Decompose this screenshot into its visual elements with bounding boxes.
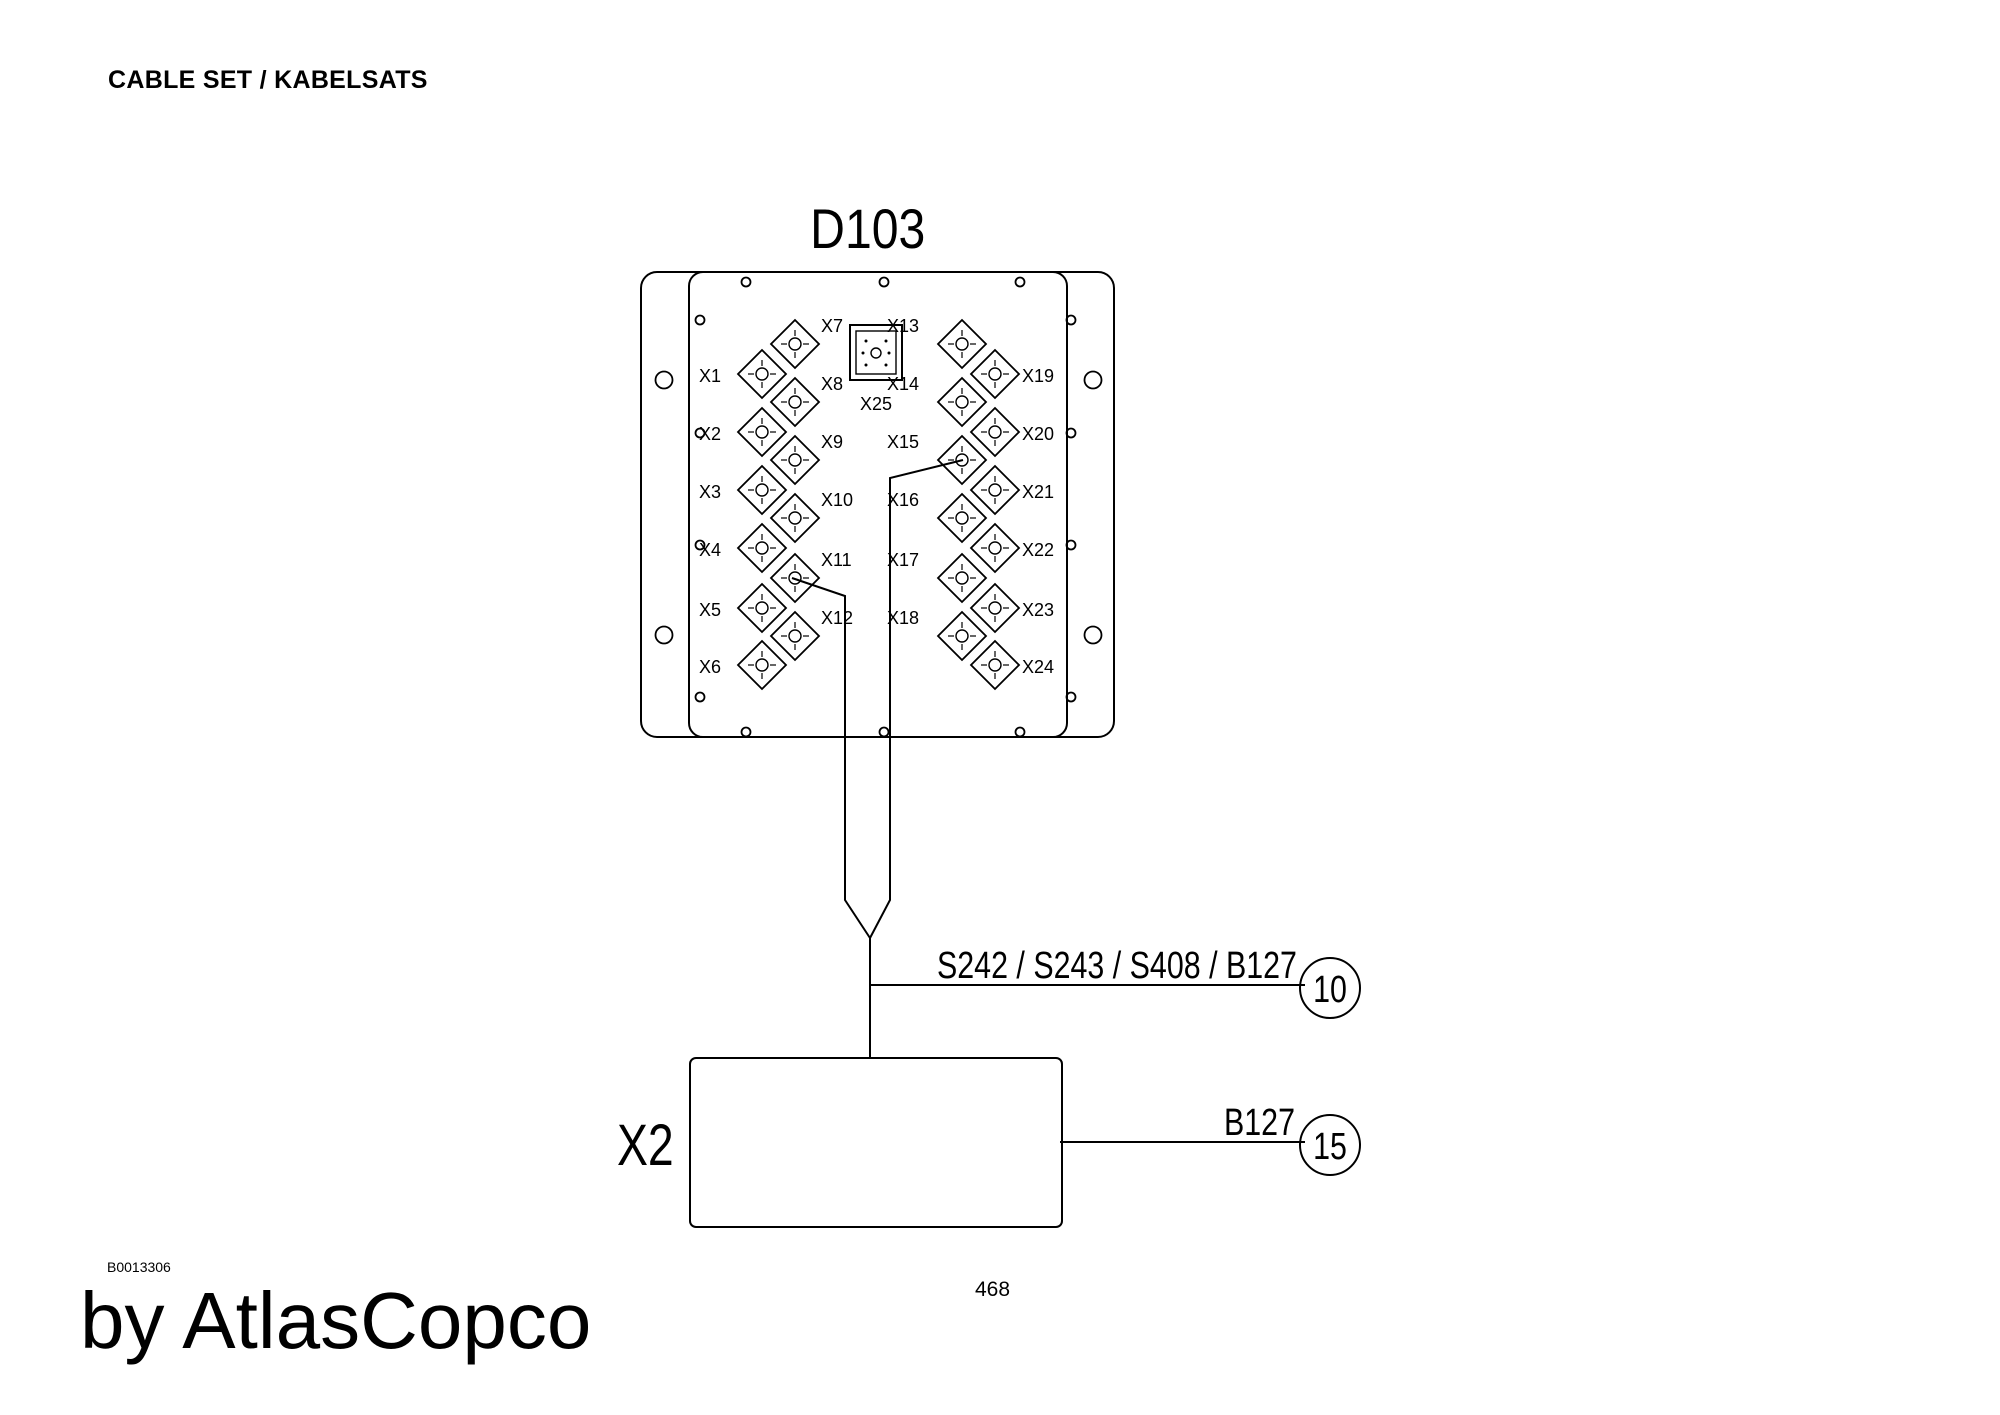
- label-x21: X21: [1022, 482, 1054, 502]
- label-x4: X4: [699, 540, 721, 560]
- brand-watermark: by AtlasCopco: [80, 1276, 592, 1365]
- label-x5: X5: [699, 600, 721, 620]
- connector-x10: [769, 492, 821, 544]
- callout-ref-15: 15: [1313, 1126, 1347, 1168]
- label-x7: X7: [821, 316, 843, 336]
- callout-circle-15: [1299, 1114, 1361, 1176]
- box-label: X2: [617, 1113, 674, 1178]
- label-x24: X24: [1022, 657, 1054, 677]
- label-x23: X23: [1022, 600, 1054, 620]
- panel-inner-plate: [688, 271, 1068, 738]
- label-x3: X3: [699, 482, 721, 502]
- label-x1: X1: [699, 366, 721, 386]
- mounting-holes: [654, 276, 1103, 738]
- connector-x24: [969, 639, 1021, 691]
- connector-x13: [936, 318, 988, 370]
- connector-x4: [736, 522, 788, 574]
- connector-x8: [769, 376, 821, 428]
- label-x17: X17: [887, 550, 919, 570]
- connector-x16: [936, 492, 988, 544]
- label-x20: X20: [1022, 424, 1054, 444]
- label-x10: X10: [821, 490, 853, 510]
- label-x19: X19: [1022, 366, 1054, 386]
- connector-x1: [736, 348, 788, 400]
- connector-x5: [736, 582, 788, 634]
- cable-label-1: S242 / S243 / S408 / B127: [937, 945, 1297, 987]
- label-x2: X2: [699, 424, 721, 444]
- label-x14: X14: [887, 374, 919, 394]
- label-x16: X16: [887, 490, 919, 510]
- connector-x23: [969, 582, 1021, 634]
- connector-x6: [736, 639, 788, 691]
- page-number: 468: [975, 1278, 1011, 1301]
- connector-x19: [969, 348, 1021, 400]
- label-x12: X12: [821, 608, 853, 628]
- label-x8: X8: [821, 374, 843, 394]
- cable-routing: [791, 459, 1305, 1143]
- box-x2: [689, 1057, 1063, 1228]
- connector-x2: [736, 406, 788, 458]
- panel-title: D103: [810, 199, 925, 261]
- connector-x12: [769, 610, 821, 662]
- label-x13: X13: [887, 316, 919, 336]
- connector-x20: [969, 406, 1021, 458]
- connector-x17: [936, 552, 988, 604]
- label-x22: X22: [1022, 540, 1054, 560]
- label-x9: X9: [821, 432, 843, 452]
- connector-x22: [969, 522, 1021, 574]
- connector-x21: [969, 464, 1021, 516]
- connector-x18: [936, 610, 988, 662]
- label-x11: X11: [821, 550, 852, 570]
- connector-x9: [769, 434, 821, 486]
- connector-x3: [736, 464, 788, 516]
- connector-x11: [769, 552, 821, 604]
- connector-x25: [849, 324, 903, 381]
- label-x6: X6: [699, 657, 721, 677]
- document-title: CABLE SET / KABELSATS: [108, 66, 428, 94]
- callout-circle-10: [1299, 957, 1361, 1019]
- document-code: B0013306: [107, 1259, 171, 1275]
- connectors: [736, 318, 1021, 691]
- connector-x15: [936, 434, 988, 486]
- label-x15: X15: [887, 432, 919, 452]
- label-x25: X25: [860, 394, 892, 414]
- callout-ref-10: 10: [1313, 969, 1347, 1011]
- cable-label-2: B127: [1224, 1102, 1295, 1144]
- connector-x14: [936, 376, 988, 428]
- connector-x7: [769, 318, 821, 370]
- connector-labels: X1X2X3X4X5X6X7X8X9X10X11X12X13X14X15X16X…: [699, 316, 1054, 677]
- label-x18: X18: [887, 608, 919, 628]
